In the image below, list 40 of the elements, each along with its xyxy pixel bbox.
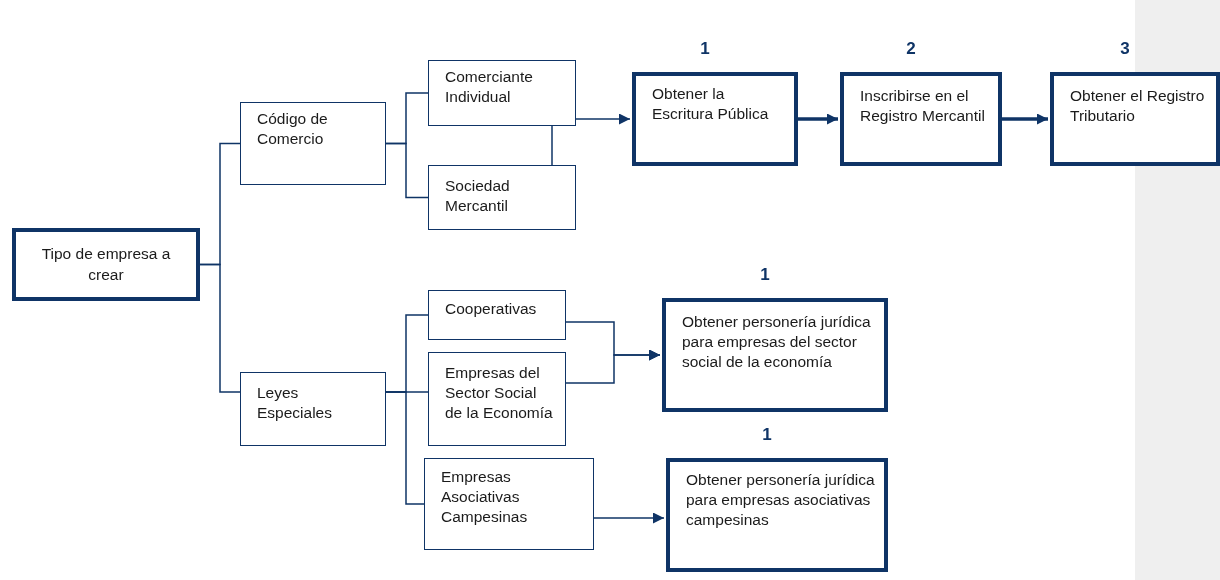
box-label: Empresas Asociativas Campesinas <box>441 467 529 528</box>
box-label: Obtener personería jurídica para empresas asociativas campesinas <box>686 470 876 531</box>
connector-line <box>385 391 425 505</box>
category-box <box>428 290 566 340</box>
category-box <box>240 372 386 446</box>
arrow <box>575 113 631 125</box>
step-box <box>666 458 888 572</box>
arrow <box>593 512 665 524</box>
category-box <box>240 102 386 185</box>
box-label: Tipo de empresa a crear <box>40 244 172 285</box>
box-label: Cooperativas <box>445 299 537 319</box>
step-box <box>1050 72 1220 166</box>
box-label: Código de Comercio <box>257 109 329 150</box>
box-label: Leyes Especiales <box>257 383 333 424</box>
step-box <box>12 228 200 301</box>
connector-line <box>199 263 241 393</box>
arrow <box>565 349 661 384</box>
arrow <box>798 113 838 125</box>
step-box <box>632 72 798 166</box>
category-box <box>428 60 576 126</box>
category-box <box>424 458 594 550</box>
step-box <box>662 298 888 412</box>
box-label: Sociedad Mercantil <box>445 176 511 217</box>
box-label: Obtener el Registro Tributario <box>1070 86 1206 127</box>
step-number: 3 <box>1120 39 1130 59</box>
arrow <box>1002 113 1048 125</box>
category-box <box>428 352 566 446</box>
connector-line <box>551 125 553 166</box>
step-number: 1 <box>700 39 710 59</box>
box-label: Empresas del Sector Social de la Economía <box>445 363 554 424</box>
connector-line <box>385 142 429 199</box>
box-label: Obtener personería jurídica para empresas del sector social de la economía <box>682 312 872 373</box>
box-label: Inscribirse en el Registro Mercantil <box>860 86 986 127</box>
category-box <box>428 165 576 230</box>
box-label: Comerciante Individual <box>445 67 534 108</box>
step-number: 1 <box>760 265 770 285</box>
step-number: 2 <box>906 39 916 59</box>
step-box <box>840 72 1002 166</box>
step-number: 1 <box>762 425 772 445</box>
box-label: Obtener la Escritura Pública <box>652 84 770 125</box>
